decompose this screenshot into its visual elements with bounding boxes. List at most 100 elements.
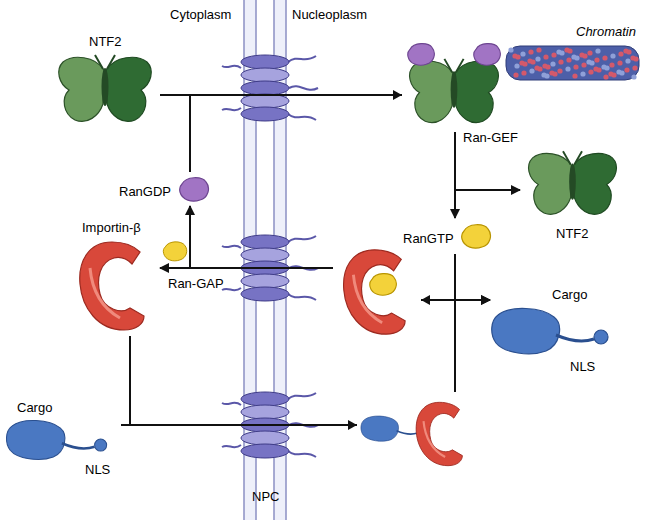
complex-illustrations-part-part bbox=[474, 44, 501, 66]
chromatin-figure-part bbox=[556, 49, 561, 54]
cargo-figure bbox=[5, 415, 117, 463]
complex-illustrations-part bbox=[410, 59, 499, 123]
nuclear-envelope-part bbox=[222, 55, 318, 121]
node-sublabel: NLS bbox=[85, 462, 110, 477]
complex-illustrations-part bbox=[163, 242, 186, 261]
chromatin-figure-part bbox=[543, 54, 548, 59]
annotation-label: Cytoplasm bbox=[170, 7, 231, 22]
node-label-holder: RanGDP bbox=[119, 182, 171, 200]
node-label: Chromatin bbox=[576, 24, 636, 39]
node-label: Cargo bbox=[552, 287, 587, 302]
chromatin-figure-part bbox=[571, 54, 576, 59]
annotation-label: Nucleoplasm bbox=[292, 7, 367, 22]
cargo-figure-part bbox=[6, 420, 64, 459]
node-label: RanGTP bbox=[403, 231, 454, 246]
importin-figure bbox=[74, 238, 149, 334]
chromatin-figure-part bbox=[557, 68, 562, 73]
complex-illustrations-part bbox=[474, 44, 501, 66]
chromatin-figure-part bbox=[609, 62, 614, 67]
chromatin-figure-part bbox=[579, 52, 584, 57]
protein-node: RanGDP bbox=[119, 172, 210, 206]
chromatin-figure-part bbox=[586, 59, 591, 64]
node-label-holder: Cargo bbox=[17, 398, 52, 416]
node-label: Importin-β bbox=[82, 220, 141, 235]
chromatin-figure-part bbox=[565, 66, 570, 71]
node-label-holder: Chromatin bbox=[576, 22, 636, 40]
chromatin-figure-part bbox=[508, 47, 513, 52]
chromatin-figure-part bbox=[601, 64, 606, 69]
protein-node: Chromatin bbox=[505, 20, 640, 88]
complex-illustrations-part bbox=[402, 44, 508, 132]
chromatin-figure-part bbox=[519, 60, 524, 65]
ntf2-figure-part bbox=[106, 57, 151, 121]
chromatin-figure-part bbox=[630, 55, 635, 60]
chromatin-figure-part bbox=[593, 66, 598, 71]
complex-illustrations-part-part bbox=[451, 71, 458, 107]
chromatin-figure-part bbox=[542, 63, 547, 68]
chromatin-figure-part bbox=[623, 48, 628, 53]
annotation-label-holder: NPC bbox=[252, 487, 279, 505]
annotation-label: Ran-GEF bbox=[463, 130, 518, 145]
chromatin-figure-part bbox=[506, 46, 639, 80]
ntf2-figure-part bbox=[569, 164, 576, 200]
complex-illustrations-part-part bbox=[397, 431, 418, 434]
node-label-holder: NTF2 bbox=[556, 224, 589, 242]
rangdp-figure bbox=[178, 176, 210, 202]
importin-figure-part bbox=[80, 242, 144, 330]
node-label-holder: NTF2 bbox=[89, 32, 122, 50]
chromatin-figure-part bbox=[632, 65, 637, 70]
protein-node: RanGTP bbox=[403, 218, 492, 254]
ntf2-figure-part bbox=[529, 153, 572, 214]
chromatin-figure-part bbox=[625, 58, 630, 63]
ntf2-figure bbox=[525, 148, 620, 220]
chromatin-figure-part bbox=[602, 55, 607, 60]
node-label: RanGDP bbox=[119, 184, 171, 199]
chromatin-figure-part bbox=[603, 74, 608, 79]
chromatin-figure-part bbox=[527, 58, 532, 63]
complex-illustrations-part bbox=[408, 44, 435, 66]
complex-illustrations-part bbox=[370, 274, 397, 296]
complex-illustrations-part-part bbox=[455, 61, 498, 123]
ntf2-figure-part bbox=[563, 151, 582, 164]
cargo-figure bbox=[490, 305, 620, 355]
chromatin-figure-part bbox=[618, 51, 623, 56]
protein-node: CargoNLS bbox=[490, 285, 622, 377]
annotation-label: NPC bbox=[252, 489, 279, 504]
complex-illustrations-part-part bbox=[408, 44, 435, 66]
chromatin-figure-part bbox=[581, 62, 586, 67]
chromatin-figure bbox=[505, 42, 640, 84]
annotation-label-holder: Ran-GAP bbox=[168, 274, 224, 292]
node-label-holder: Importin-β bbox=[82, 218, 141, 236]
chromatin-figure-part bbox=[558, 59, 563, 64]
chromatin-figure-part bbox=[529, 68, 534, 73]
node-label: NTF2 bbox=[89, 34, 122, 49]
chromatin-figure-part bbox=[580, 71, 585, 76]
complex-illustrations-part-part bbox=[410, 61, 453, 123]
node-label-holder: Cargo bbox=[552, 285, 587, 303]
chromatin-figure-part bbox=[550, 61, 555, 66]
chromatin-figure-part bbox=[608, 71, 613, 76]
node-sublabel: NLS bbox=[570, 359, 595, 374]
complex-illustrations-part-part bbox=[163, 242, 186, 261]
chromatin-figure-part bbox=[587, 50, 592, 55]
complex-illustrations-part bbox=[348, 420, 357, 430]
complex-illustrations-part bbox=[333, 243, 421, 343]
node-label-holder: RanGTP bbox=[403, 229, 454, 247]
protein-node: NTF2 bbox=[520, 148, 625, 242]
cargo-figure-part bbox=[62, 443, 95, 448]
rangtp-figure-part bbox=[462, 225, 491, 248]
complex-illustrations-part-part bbox=[444, 59, 463, 72]
chromatin-figure-part bbox=[514, 63, 519, 68]
chromatin-figure-part bbox=[528, 49, 533, 54]
chromatin-figure-part bbox=[541, 72, 546, 77]
chromatin-figure-part bbox=[549, 70, 554, 75]
chromatin-figure-part bbox=[616, 69, 621, 74]
chromatin-figure-part bbox=[573, 64, 578, 69]
chromatin-figure-part bbox=[566, 57, 571, 62]
complex-illustrations-part bbox=[393, 90, 402, 100]
chromatin-figure-part bbox=[534, 65, 539, 70]
complex-illustrations-part bbox=[421, 295, 430, 305]
cargo-figure-part bbox=[556, 335, 594, 341]
ntf2-figure-part bbox=[102, 68, 109, 106]
chromatin-figure-part bbox=[595, 48, 600, 53]
